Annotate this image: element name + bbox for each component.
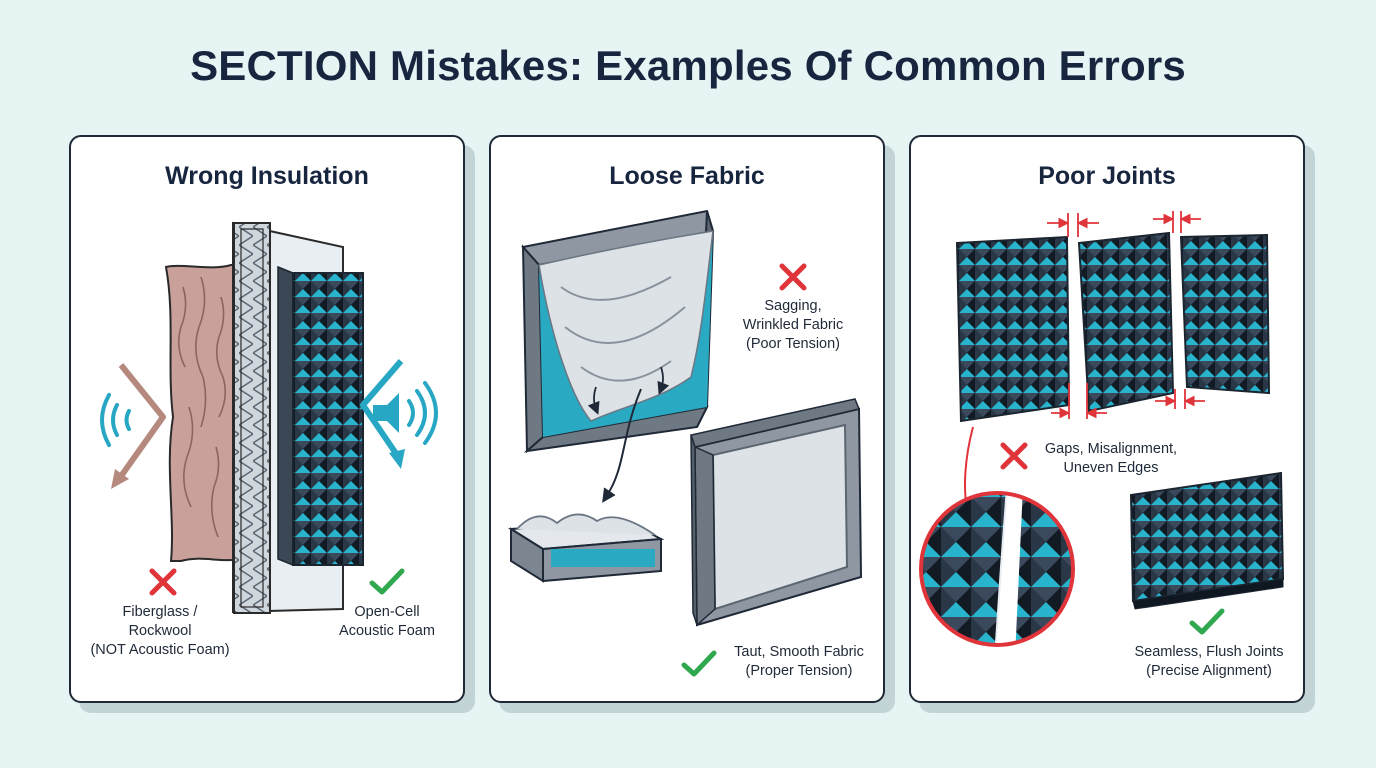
right-caption: Taut, Smooth Fabric (Proper Tension) xyxy=(734,644,864,679)
fiberglass-batt xyxy=(164,264,240,562)
taut-frame xyxy=(690,398,863,627)
panel-title: Poor Joints xyxy=(1038,162,1176,190)
absorbed-sound-arrow xyxy=(360,359,404,457)
insulation-illustration xyxy=(100,221,438,614)
fabric-illustration xyxy=(507,209,863,627)
panel-poor-joints: Poor Joints xyxy=(909,135,1305,703)
aligned-tile xyxy=(1129,471,1285,610)
sagging-frame xyxy=(521,209,715,454)
right-caption: Open-Cell Acoustic Foam xyxy=(339,604,435,639)
magnified-gap-detail xyxy=(919,491,1075,647)
acoustic-foam-block xyxy=(277,265,364,567)
wrong-caption: Fiberglass / Rockwool (NOT Acoustic Foam… xyxy=(90,604,230,658)
sound-wave-icon xyxy=(100,393,131,447)
wrong-caption: Sagging, Wrinkled Fabric (Poor Tension) xyxy=(742,298,844,352)
check-mark-icon xyxy=(1189,608,1225,635)
panel-wrong-insulation: Wrong Insulation xyxy=(69,135,465,703)
sagging-detail xyxy=(507,513,665,583)
check-mark-icon xyxy=(369,568,405,595)
panel-loose-fabric: Loose Fabric xyxy=(489,135,885,703)
speaker-icon xyxy=(373,381,438,445)
check-mark-icon xyxy=(681,650,717,677)
reflected-sound-arrow xyxy=(116,363,166,481)
panel-title: Wrong Insulation xyxy=(165,162,369,190)
panel-title: Loose Fabric xyxy=(609,162,765,190)
misaligned-tiles xyxy=(955,231,1271,423)
x-mark-icon xyxy=(779,263,807,291)
right-caption: Seamless, Flush Joints (Precise Alignmen… xyxy=(1134,644,1284,679)
joints-illustration xyxy=(919,211,1285,647)
gap-markers xyxy=(1047,211,1205,419)
x-mark-icon xyxy=(149,568,177,596)
wrong-caption: Gaps, Misalignment, Uneven Edges xyxy=(1044,441,1178,476)
x-mark-icon xyxy=(1000,442,1028,470)
page-title: SECTION Mistakes: Examples Of Common Err… xyxy=(190,42,1186,89)
